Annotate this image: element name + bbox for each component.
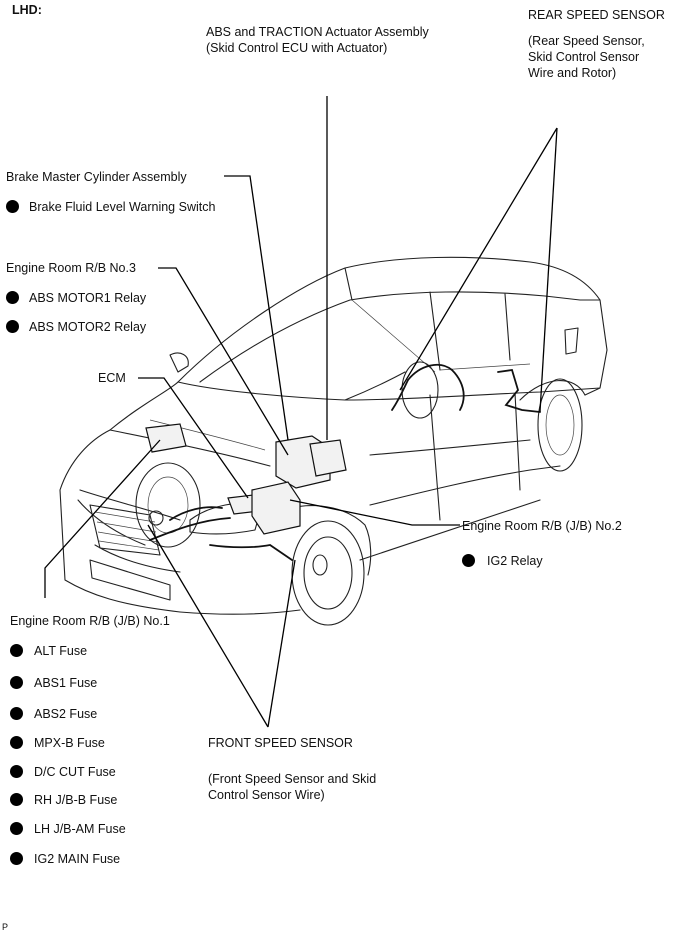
bullet-icon <box>462 554 475 567</box>
diagram-code: LHD: <box>12 3 42 17</box>
rear-sensor-sub-2: Skid Control Sensor <box>528 50 640 64</box>
front-sensor-sub-2: Control Sensor Wire) <box>208 788 325 802</box>
rear-sensor-sub-1: (Rear Speed Sensor, <box>528 34 645 48</box>
rb2-title: Engine Room R/B (J/B) No.2 <box>462 519 622 533</box>
rear-sensor-title: REAR SPEED SENSOR <box>528 8 665 22</box>
bullet-icon <box>10 822 23 835</box>
bullet-icon <box>10 736 23 749</box>
rb1-item: ABS1 Fuse <box>34 676 98 690</box>
bullet-icon <box>10 765 23 778</box>
bullet-icon <box>10 793 23 806</box>
rb3-item: ABS MOTOR2 Relay <box>29 320 147 334</box>
leader-lines <box>44 96 558 728</box>
bullet-icon <box>6 320 19 333</box>
rear-sensor-sub-3: Wire and Rotor) <box>528 66 617 80</box>
rb3-item: ABS MOTOR1 Relay <box>29 291 147 305</box>
vehicle-body <box>59 256 608 626</box>
rb1-item: MPX-B Fuse <box>34 736 105 750</box>
page-marker: P <box>2 922 9 932</box>
rb3-title: Engine Room R/B No.3 <box>6 261 136 275</box>
rb1-item: D/C CUT Fuse <box>34 765 116 779</box>
actuator-subtitle: (Skid Control ECU with Actuator) <box>206 41 388 55</box>
bullet-icon <box>10 707 23 720</box>
actuator-title: ABS and TRACTION Actuator Assembly <box>206 25 429 39</box>
bullet-icon <box>10 676 23 689</box>
master-cylinder-item: Brake Fluid Level Warning Switch <box>29 200 216 214</box>
bullet-icon <box>6 291 19 304</box>
master-cylinder-title: Brake Master Cylinder Assembly <box>6 170 187 184</box>
components <box>145 363 541 561</box>
front-sensor-title: FRONT SPEED SENSOR <box>208 736 353 750</box>
rb1-item: IG2 MAIN Fuse <box>34 852 121 866</box>
bullet-icon <box>6 200 19 213</box>
rb1-item: ALT Fuse <box>34 644 88 658</box>
rb1-item: ABS2 Fuse <box>34 707 98 721</box>
ecm-title: ECM <box>98 371 126 385</box>
front-sensor-sub-1: (Front Speed Sensor and Skid <box>208 772 377 786</box>
rb1-item: RH J/B-B Fuse <box>34 793 118 807</box>
rb1-item: LH J/B-AM Fuse <box>34 822 126 836</box>
rb2-item: IG2 Relay <box>487 554 543 568</box>
bullet-icon <box>10 644 23 657</box>
rb1-title: Engine Room R/B (J/B) No.1 <box>10 614 170 628</box>
bullet-icon <box>10 852 23 865</box>
